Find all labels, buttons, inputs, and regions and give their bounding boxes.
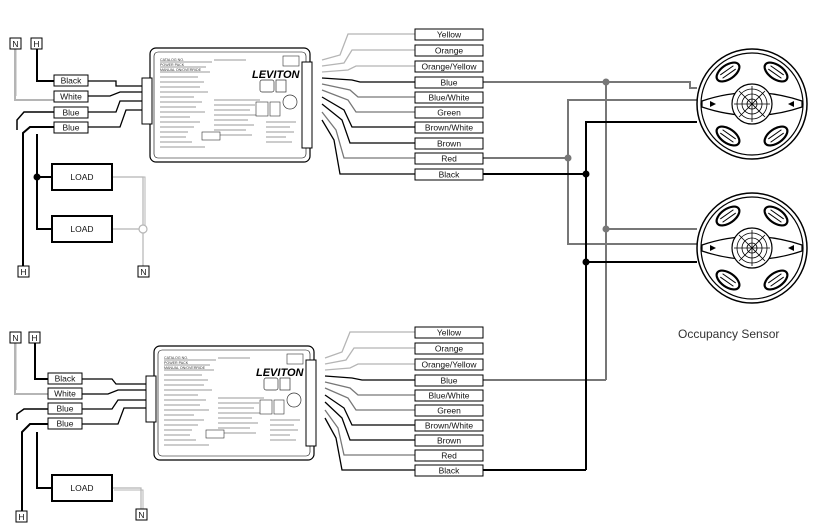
neutral-terminal: N: [12, 39, 18, 49]
wire-label-red: Red: [441, 154, 457, 164]
wire-label-brown-white: Brown/White: [425, 123, 473, 133]
wire-label-blue: Blue: [62, 108, 79, 118]
neutral-terminal: N: [12, 333, 18, 343]
wire-label-orange-yellow: Orange/Yellow: [422, 62, 478, 72]
top-circuit: CATALOG NO. POWER PACK MANUAL ON/OVERRID…: [9, 28, 484, 278]
wire-label-yellow: Yellow: [437, 30, 462, 40]
load-label: LOAD: [70, 224, 93, 234]
wire-label-blue: Blue: [56, 419, 73, 429]
power-pack-model-line: CATALOG NO.: [160, 58, 184, 62]
power-pack-brand: LEVITON: [256, 367, 305, 379]
power-pack-model-line: MANUAL ON/OVERRIDE: [160, 68, 202, 72]
wire-label-black: Black: [55, 374, 77, 384]
hot-terminal: H: [31, 333, 37, 343]
power-pack-model-line: POWER PACK: [164, 361, 189, 365]
wire-label-green: Green: [437, 406, 461, 416]
wire-label-orange: Orange: [435, 344, 464, 354]
power-pack-brand: LEVITON: [252, 69, 301, 81]
wire-label-black: Black: [439, 170, 461, 180]
hot-terminal: H: [33, 39, 39, 49]
wire-label-orange-yellow: Orange/Yellow: [422, 360, 478, 370]
neutral-terminal: N: [138, 510, 144, 520]
power-pack: CATALOG NO. POWER PACK MANUAL ON/OVERRID…: [145, 345, 317, 461]
sensor-caption: Occupancy Sensor: [678, 327, 779, 341]
wire-label-blue: Blue: [56, 404, 73, 414]
wire-label-yellow: Yellow: [437, 328, 462, 338]
bottom-circuit: CATALOG NO. POWER PACK MANUAL ON/OVERRID…: [9, 326, 484, 523]
occupancy-sensor: [695, 191, 809, 305]
power-pack-model-line: POWER PACK: [160, 63, 185, 67]
power-pack: CATALOG NO. POWER PACK MANUAL ON/OVERRID…: [141, 47, 313, 163]
load-label: LOAD: [70, 483, 93, 493]
wire-label-white: White: [60, 92, 82, 102]
occupancy-sensor: [695, 47, 809, 161]
hot-terminal: H: [18, 512, 24, 522]
wire-label-white: White: [54, 389, 76, 399]
wire-label-blue: Blue: [440, 78, 457, 88]
wire-label-blue-white: Blue/White: [428, 391, 469, 401]
wire-label-blue: Blue: [62, 123, 79, 133]
load-label: LOAD: [70, 172, 93, 182]
wire-label-brown: Brown: [437, 139, 461, 149]
wire-label-brown-white: Brown/White: [425, 421, 473, 431]
power-pack-model-line: CATALOG NO.: [164, 356, 188, 360]
wire-label-black: Black: [61, 76, 83, 86]
wire-label-blue-white: Blue/White: [428, 93, 469, 103]
wire-label-blue: Blue: [440, 376, 457, 386]
wire-label-green: Green: [437, 108, 461, 118]
neutral-terminal: N: [140, 267, 146, 277]
wire-label-orange: Orange: [435, 46, 464, 56]
wire-label-black: Black: [439, 466, 461, 476]
sensor-bus: [483, 78, 697, 471]
wire-label-red: Red: [441, 451, 457, 461]
power-pack-model-line: MANUAL ON/OVERRIDE: [164, 366, 206, 370]
wire-label-brown: Brown: [437, 436, 461, 446]
hot-terminal: H: [20, 267, 26, 277]
